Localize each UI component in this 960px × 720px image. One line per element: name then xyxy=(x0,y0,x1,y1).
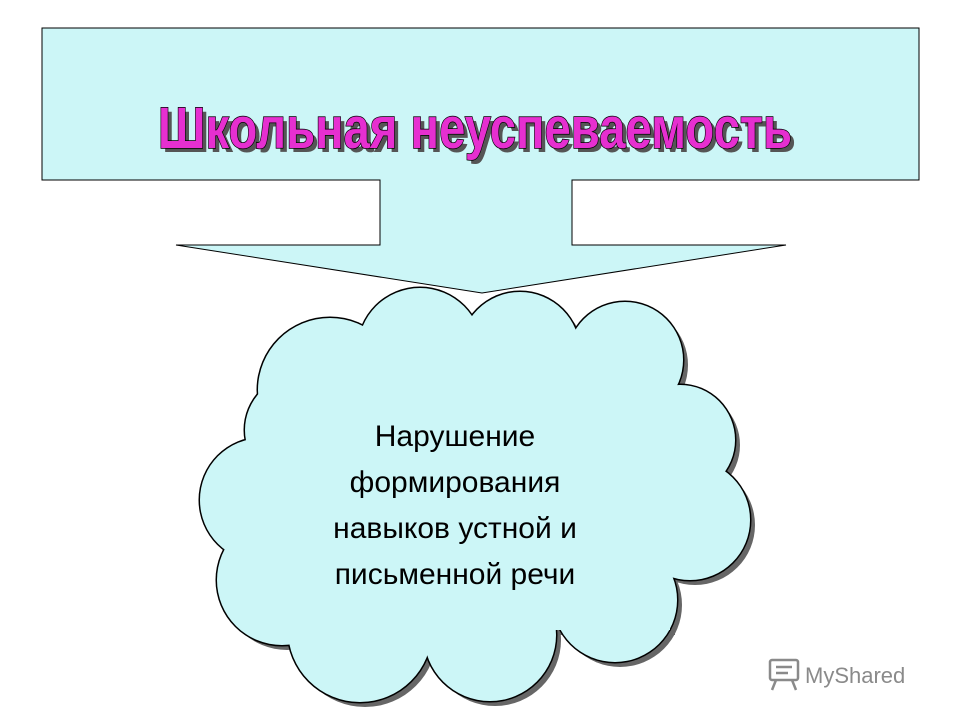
presentation-board-icon xyxy=(768,658,800,691)
header-callout xyxy=(41,27,920,294)
header-callout-shape xyxy=(41,27,920,294)
cloud-line-4: письменной речи xyxy=(335,558,576,591)
watermark-text: MyShared xyxy=(805,663,905,688)
cloud-line-3: навыков устной и xyxy=(333,512,577,545)
page-title-shadow: Школьная неуспеваемость xyxy=(162,100,796,165)
cloud-text-block: Нарушение формирования навыков устной и … xyxy=(333,420,577,591)
cloud-callout xyxy=(198,286,755,707)
cloud-fill xyxy=(200,288,750,702)
watermark: MyShared xyxy=(768,658,905,691)
cloud-line-1: Нарушение xyxy=(375,420,535,453)
page-title: Школьная неуспеваемость xyxy=(158,96,792,161)
cloud-line-2: формирования xyxy=(350,466,561,499)
title-group: Школьная неуспеваемость Школьная неуспев… xyxy=(157,95,796,165)
